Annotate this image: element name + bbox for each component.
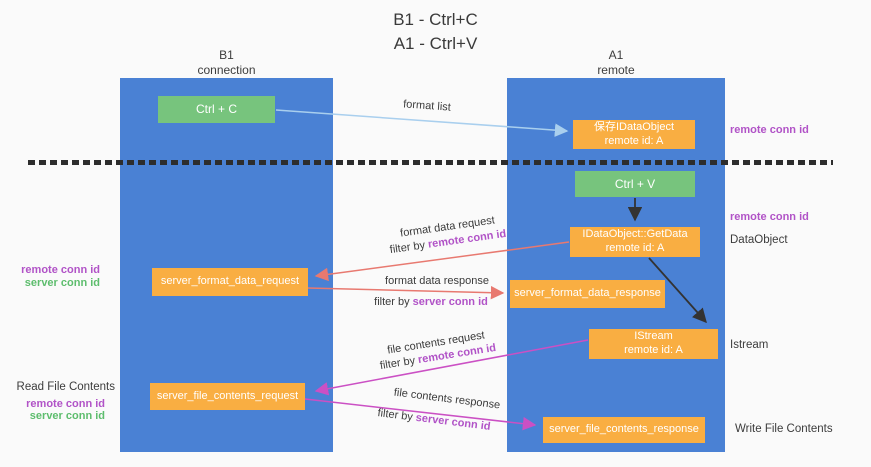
ctrl-v-label: Ctrl + V — [614, 176, 656, 191]
ctrl-v-box: Ctrl + V — [575, 171, 695, 197]
right-label-istream: Istream — [730, 339, 769, 351]
filter-by-text: filter by — [389, 238, 429, 257]
right-label-dataobject: DataObject — [730, 234, 788, 246]
left-label-read-file-contents: Read File Contents — [16, 381, 115, 393]
getdata-line2: remote id: A — [605, 242, 665, 254]
server-file-contents-request-box: server_file_contents_request — [150, 383, 305, 410]
lane-header-b1: B1 connection — [120, 48, 333, 78]
diagram-title: B1 - Ctrl+C A1 - Ctrl+V — [0, 8, 871, 56]
left-label-server-conn-id-2: server conn id — [29, 410, 105, 422]
server-file-contents-response-label: server_file_contents_response — [549, 423, 699, 436]
filter-by-text: filter by — [374, 296, 413, 308]
lane-a1-name: A1 — [608, 48, 624, 62]
title-line-1: B1 - Ctrl+C — [393, 10, 478, 29]
server-format-data-request-label: server_format_data_request — [160, 275, 300, 288]
save-idataobject-line2: remote id: A — [604, 134, 664, 147]
server-conn-id-text: server conn id — [415, 411, 492, 433]
right-label-remote-conn-id-1: remote conn id — [730, 124, 809, 136]
save-idataobject-box: 保存IDataObject remote id: A — [573, 120, 695, 149]
arrow-label-filter-server-1: filter by server conn id — [371, 296, 491, 308]
dashed-separator — [28, 160, 833, 165]
arrow-label-filter-server-2: filter by server conn id — [374, 407, 495, 434]
lane-header-a1: A1 remote — [507, 48, 725, 78]
left-label-remote-conn-id-1: remote conn id — [21, 264, 100, 276]
arrow-format-data-response — [307, 285, 505, 300]
server-file-contents-response-box: server_file_contents_response — [543, 417, 705, 443]
title-line-2: A1 - Ctrl+V — [393, 33, 478, 53]
lane-a1-role: remote — [597, 63, 635, 77]
server-format-data-response-box: server_format_data_response — [510, 280, 665, 308]
server-file-contents-request-label: server_file_contents_request — [156, 389, 299, 402]
left-label-server-conn-id-1: server conn id — [24, 277, 100, 289]
save-idataobject-line1: 保存IDataObject — [593, 120, 675, 133]
istream-box: IStream remote id: A — [589, 329, 718, 359]
lane-b1-role: connection — [197, 63, 256, 77]
lane-b1-name: B1 — [219, 48, 234, 62]
filter-by-text: filter by — [376, 407, 417, 424]
right-label-remote-conn-id-2: remote conn id — [730, 211, 809, 223]
arrow-label-file-contents-response: file contents response — [393, 386, 501, 412]
server-format-data-request-box: server_format_data_request — [152, 268, 308, 296]
ctrl-c-box: Ctrl + C — [158, 96, 275, 123]
left-label-remote-conn-id-2: remote conn id — [26, 398, 105, 410]
server-conn-id-text: server conn id — [412, 296, 488, 308]
server-format-data-response-label: server_format_data_response — [514, 287, 661, 300]
arrow-label-format-list: format list — [402, 98, 452, 114]
right-label-write-file-contents: Write File Contents — [735, 423, 833, 435]
idataobject-getdata-box: IDataObject::GetData remote id: A — [570, 227, 700, 257]
istream-line2: remote id: A — [624, 344, 683, 356]
getdata-line1: IDataObject::GetData — [582, 228, 688, 241]
arrow-label-format-data-response: format data response — [385, 275, 489, 287]
ctrl-c-label: Ctrl + C — [195, 102, 237, 116]
istream-line1: IStream — [634, 330, 673, 343]
